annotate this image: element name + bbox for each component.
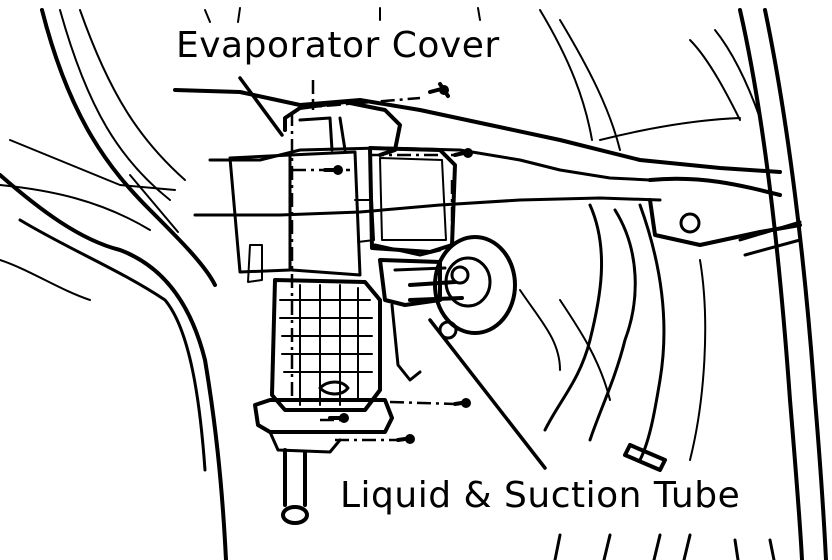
evaporator-unit [253, 278, 394, 525]
screw-icon [453, 398, 471, 408]
evaporator-cover-label: Evaporator Cover [172, 28, 504, 64]
tube-grommet [393, 235, 517, 340]
screw-icon [428, 82, 450, 98]
evaporator-cover [228, 100, 402, 283]
leader-line-liquid-suction-tube [428, 318, 547, 470]
screw-icon [396, 434, 415, 444]
assembly-dashed-lines [290, 80, 456, 442]
leader-line-evaporator-cover [238, 76, 284, 137]
right-side-structure [689, 8, 828, 560]
bottom-edge-marks [204, 7, 776, 560]
screw-icon [453, 148, 473, 158]
liquid-suction-tube-label: Liquid & Suction Tube [336, 478, 745, 514]
left-body-panel [0, 8, 228, 560]
screw-icon [328, 413, 349, 423]
screw-icon [323, 165, 343, 175]
wiring-harness [519, 203, 707, 472]
blower-duct-box [368, 146, 457, 382]
